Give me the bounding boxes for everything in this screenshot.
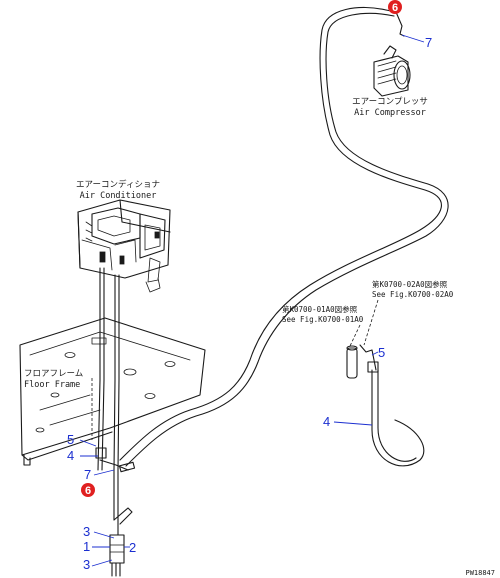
floor-frame-plate — [19, 317, 206, 466]
leader-lines — [79, 34, 425, 567]
drain-pipe-vertical — [95, 267, 136, 577]
reference-2-jp: 第K0700-01A0図参照 — [282, 304, 358, 314]
air-conditioner-label-jp: エアーコンディショナ — [76, 179, 160, 190]
callout-6-top-text: 6 — [392, 2, 398, 14]
air-compressor-label-jp: エアーコンプレッサ — [352, 97, 428, 107]
floor-frame-label-jp: フロアフレーム — [24, 369, 83, 379]
callout-3-lower[interactable]: 3 — [83, 557, 90, 572]
callout-4-left[interactable]: 4 — [67, 448, 74, 463]
air-conditioner-label-en: Air Conditioner — [80, 191, 157, 201]
callout-5-left[interactable]: 5 — [67, 432, 74, 447]
air-compressor — [373, 45, 411, 97]
callout-7-top[interactable]: 7 — [425, 35, 432, 50]
callout-1[interactable]: 1 — [83, 539, 90, 554]
callout-2[interactable]: 2 — [129, 540, 136, 555]
callout-7-left[interactable]: 7 — [84, 467, 91, 482]
reference-1-en: See Fig.K0700-02A0 — [372, 290, 454, 299]
air-compressor-label-en: Air Compressor — [354, 108, 426, 118]
callout-6-left-text: 6 — [85, 485, 91, 497]
callout-6-top[interactable]: 6 — [388, 0, 402, 14]
callout-3-upper[interactable]: 3 — [83, 524, 90, 539]
reference-1-jp: 第K0700-02A0図参照 — [372, 279, 448, 289]
callout-6-left[interactable]: 6 — [81, 483, 95, 497]
drain-hose-right — [346, 344, 425, 467]
floor-frame-label-en: Floor Frame — [24, 380, 80, 390]
drawing-code: PW18847 — [465, 569, 495, 577]
air-conditioner-unit — [77, 199, 171, 293]
callout-4-right[interactable]: 4 — [323, 414, 330, 429]
reference-2-en: See Fig.K0700-01A0 — [282, 315, 364, 324]
callout-5-right[interactable]: 5 — [378, 345, 385, 360]
